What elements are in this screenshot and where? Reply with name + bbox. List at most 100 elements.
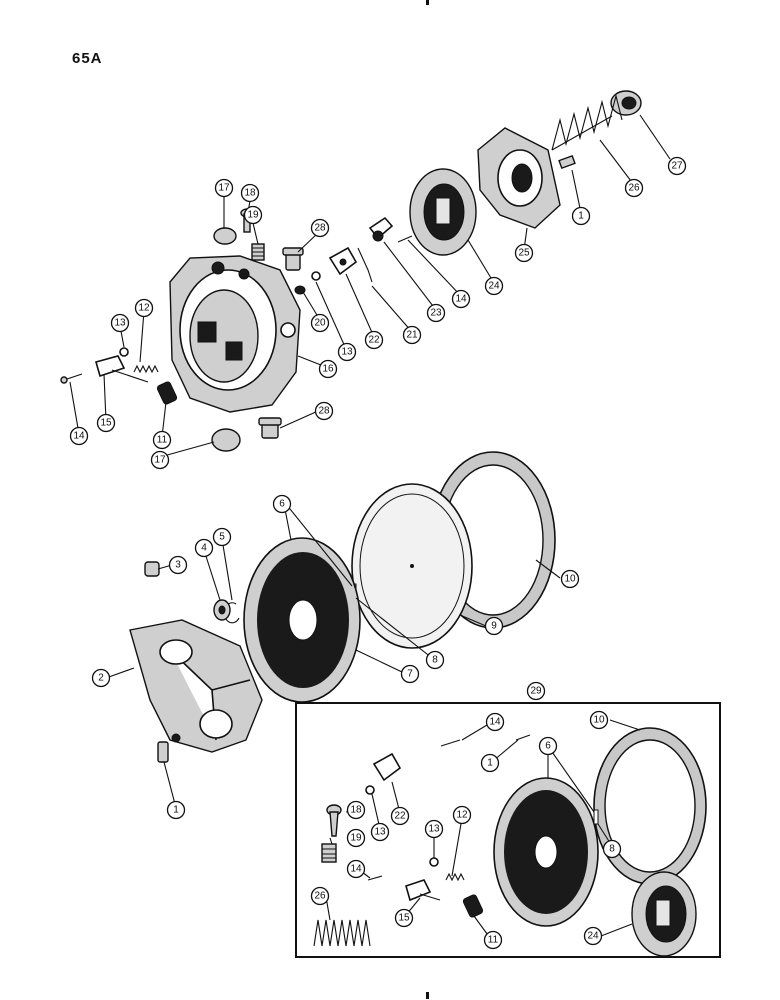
inset-part-18-screw xyxy=(326,804,342,837)
svg-text:27: 27 xyxy=(671,161,683,172)
part-12-spring xyxy=(133,364,159,374)
part-15-lever xyxy=(95,355,149,383)
callout-14: 14 xyxy=(69,426,89,446)
inset-part-14-screw xyxy=(440,739,461,747)
svg-text:22: 22 xyxy=(368,335,380,346)
callout-29: 29 xyxy=(526,681,546,701)
inset-part-13-o-ring xyxy=(429,857,439,867)
callout-24: 24 xyxy=(583,926,603,946)
svg-text:17: 17 xyxy=(218,183,230,194)
callout-14: 14 xyxy=(451,289,471,309)
svg-text:13: 13 xyxy=(428,824,440,835)
part-2-bracket xyxy=(129,619,263,753)
inset-part-1-screw xyxy=(515,734,531,741)
callout-14: 14 xyxy=(346,859,366,879)
part-11-screw xyxy=(156,381,178,405)
part-14-screw xyxy=(60,373,83,384)
page-title: 65A xyxy=(72,50,103,67)
svg-text:8: 8 xyxy=(609,844,615,855)
svg-text:21: 21 xyxy=(406,330,418,341)
svg-text:1: 1 xyxy=(173,805,179,816)
callout-2: 2 xyxy=(91,668,111,688)
svg-text:26: 26 xyxy=(314,891,326,902)
svg-text:24: 24 xyxy=(587,931,599,942)
callout-24: 24 xyxy=(484,276,504,296)
svg-text:28: 28 xyxy=(318,406,330,417)
svg-text:5: 5 xyxy=(219,532,225,543)
part-28-plug xyxy=(282,247,304,271)
svg-text:17: 17 xyxy=(154,455,166,466)
svg-text:1: 1 xyxy=(578,211,584,222)
svg-text:23: 23 xyxy=(430,308,442,319)
svg-text:7: 7 xyxy=(407,669,413,680)
svg-text:4: 4 xyxy=(201,543,207,554)
part-13-o-ring xyxy=(119,347,129,357)
callout-22: 22 xyxy=(364,330,384,350)
inset-part-13-o-ring xyxy=(365,785,375,795)
callout-18: 18 xyxy=(240,183,260,203)
svg-text:8: 8 xyxy=(432,655,438,666)
inset-part-19-spring xyxy=(321,843,337,863)
inset-part-12-spring xyxy=(445,872,465,882)
callout-28: 28 xyxy=(310,218,330,238)
svg-text:13: 13 xyxy=(114,318,126,329)
svg-text:11: 11 xyxy=(488,935,499,946)
svg-text:29: 29 xyxy=(530,686,542,697)
part-17-plug xyxy=(211,428,241,452)
svg-text:24: 24 xyxy=(488,281,500,292)
inset-part-24-diaphragm-plate xyxy=(631,871,697,957)
callout-8: 8 xyxy=(602,839,622,859)
callout-16: 16 xyxy=(318,359,338,379)
svg-text:10: 10 xyxy=(593,715,605,726)
svg-text:14: 14 xyxy=(350,864,362,875)
svg-text:13: 13 xyxy=(341,347,353,358)
part-25-cover xyxy=(477,127,561,229)
callout-15: 15 xyxy=(96,413,116,433)
inset-part-22-bracket xyxy=(372,752,402,782)
callout-1: 1 xyxy=(480,753,500,773)
part-19-spring xyxy=(251,243,265,261)
svg-text:16: 16 xyxy=(322,364,334,375)
part-1-screw xyxy=(157,741,169,763)
part-13-o-ring xyxy=(311,271,321,281)
callout-12: 12 xyxy=(452,805,472,825)
svg-text:26: 26 xyxy=(628,183,640,194)
callout-9: 9 xyxy=(484,616,504,636)
callout-20: 20 xyxy=(310,313,330,333)
part-4-washer xyxy=(213,599,231,621)
svg-text:12: 12 xyxy=(138,303,150,314)
svg-text:18: 18 xyxy=(244,188,256,199)
callout-28: 28 xyxy=(314,401,334,421)
part-9-pressure-plate xyxy=(351,483,473,649)
callout-23: 23 xyxy=(426,303,446,323)
callout-13: 13 xyxy=(424,819,444,839)
inset-box-29 xyxy=(295,702,721,958)
callout-13: 13 xyxy=(370,822,390,842)
part-7-disc xyxy=(243,537,361,703)
svg-text:11: 11 xyxy=(157,435,168,446)
callout-26: 26 xyxy=(624,178,644,198)
svg-text:6: 6 xyxy=(279,499,285,510)
svg-text:28: 28 xyxy=(314,223,326,234)
inset-part-15-lever xyxy=(405,879,441,902)
part-24-diaphragm-plate xyxy=(409,168,477,256)
svg-text:22: 22 xyxy=(394,811,406,822)
svg-text:18: 18 xyxy=(350,805,362,816)
callout-14: 14 xyxy=(485,712,505,732)
svg-text:10: 10 xyxy=(564,574,576,585)
callout-18: 18 xyxy=(346,800,366,820)
inset-part-6-disc xyxy=(493,777,599,927)
svg-text:9: 9 xyxy=(491,621,497,632)
part-3-nut xyxy=(144,561,160,577)
callout-21: 21 xyxy=(402,325,422,345)
callout-8: 8 xyxy=(425,650,445,670)
svg-text:20: 20 xyxy=(314,318,326,329)
inset-part-10-friction-ring xyxy=(593,727,707,885)
svg-text:14: 14 xyxy=(455,294,467,305)
part-23-lever xyxy=(368,216,394,242)
part-14-screw xyxy=(397,235,413,243)
callout-7: 7 xyxy=(400,664,420,684)
callout-15: 15 xyxy=(394,908,414,928)
part-20-washer xyxy=(294,285,306,295)
